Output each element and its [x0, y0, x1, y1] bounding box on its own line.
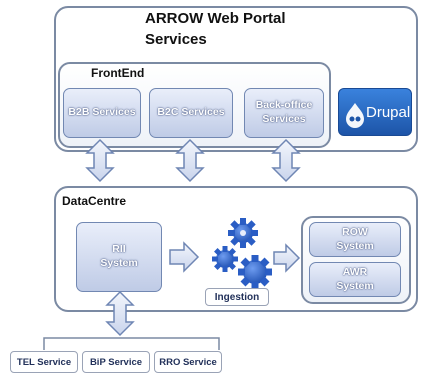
- arrow-rii-to-ingestion: [169, 241, 200, 273]
- back-office-services-box: Back-office Services: [244, 88, 324, 138]
- bip-service-box: BiP Service: [82, 351, 150, 373]
- double-arrow-2: [175, 138, 205, 183]
- double-arrow-3: [271, 138, 301, 183]
- drupal-logo-text: Drupal: [366, 104, 411, 121]
- ingestion-label: Ingestion: [205, 288, 269, 306]
- row-system-box: ROW System: [309, 222, 401, 257]
- arrow-ingestion-to-systems: [273, 243, 301, 273]
- double-arrow-1: [85, 138, 115, 183]
- frontend-label: FrontEnd: [91, 66, 145, 80]
- datacentre-label: DataCentre: [62, 194, 127, 208]
- b2c-services-box: B2C Services: [149, 88, 233, 138]
- rro-service-box: RRO Service: [154, 351, 222, 373]
- tel-service-box: TEL Service: [10, 351, 78, 373]
- awr-system-box: AWR System: [309, 262, 401, 297]
- rii-system-box: RII System: [76, 222, 162, 292]
- double-arrow-bottom: [105, 290, 135, 337]
- drupal-drop-icon: [346, 103, 364, 128]
- portal-title-line2: Services: [145, 31, 207, 48]
- gear-icon-bottom: [238, 255, 272, 289]
- portal-title-line1: ARROW Web Portal: [145, 10, 286, 27]
- gear-icon-left: [212, 246, 238, 272]
- drupal-logo: Drupal: [338, 88, 412, 136]
- gear-icon-top: [228, 218, 258, 248]
- b2b-services-box: B2B Services: [63, 88, 141, 138]
- external-bracket: [43, 337, 220, 350]
